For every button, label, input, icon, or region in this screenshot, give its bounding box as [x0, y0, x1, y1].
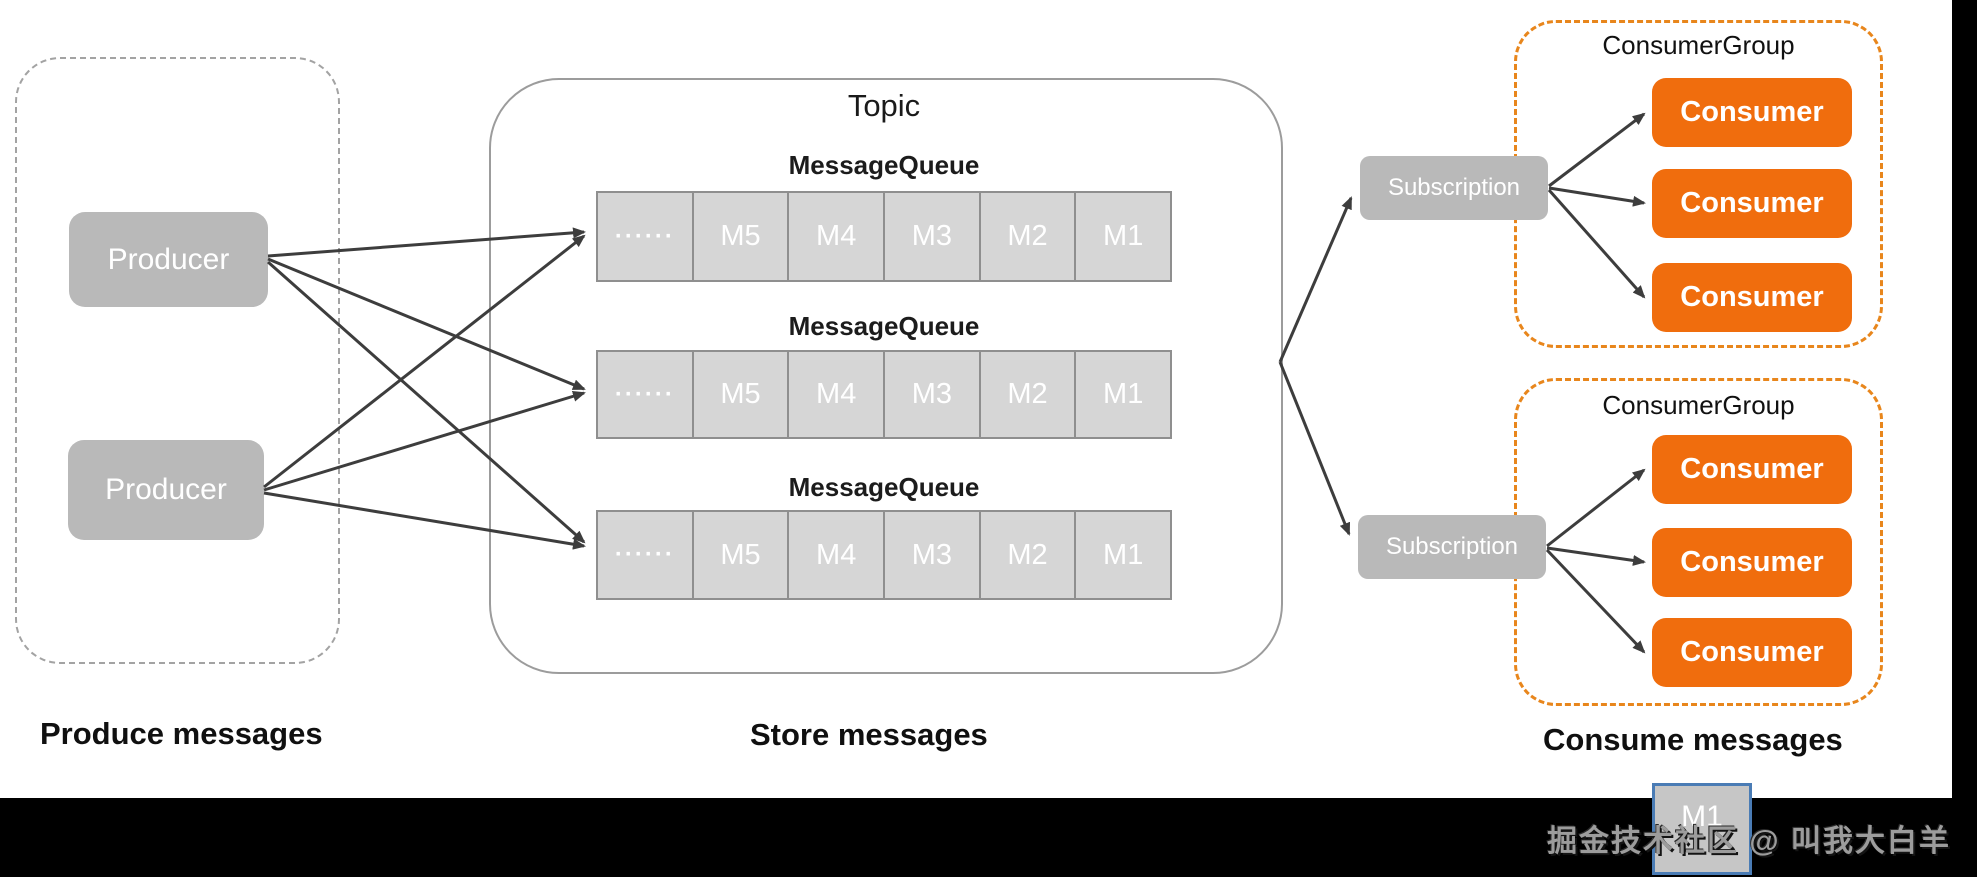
store-stage-label: Store messages [750, 717, 988, 752]
queue-cell-m2: M2 [980, 512, 1077, 598]
consumer-node: Consumer [1652, 169, 1852, 238]
dragged-message-cell: M1 [1652, 783, 1752, 875]
messagequeue-title-1: MessageQueue [788, 150, 980, 180]
right-black-band [1952, 0, 1977, 877]
consumer-group-title-1: ConsumerGroup [1602, 30, 1795, 60]
producer-label: Producer [105, 473, 227, 506]
queue-cell-m4: M4 [789, 193, 886, 280]
queue-cell-m5: M5 [693, 193, 790, 280]
messagequeue-title-2: MessageQueue [788, 311, 980, 341]
subscription-node-1: Subscription [1360, 156, 1548, 220]
queue-cell-m3: M3 [885, 193, 981, 280]
queue-cell-m1: M1 [1076, 512, 1171, 598]
producer-label: Producer [107, 242, 230, 276]
produce-stage-label: Produce messages [40, 716, 323, 751]
producer-node-2: Producer [68, 440, 264, 540]
queue-cell-m1: M1 [1076, 352, 1171, 437]
queue-cell-m2: M2 [980, 193, 1077, 280]
queue-cell-m4: M4 [789, 512, 886, 598]
subscription-label: Subscription [1387, 174, 1521, 201]
messagequeue-title-3: MessageQueue [788, 472, 980, 502]
subscription-node-2: Subscription [1358, 515, 1546, 579]
messagequeue-row-2: ······ M5 M4 M3 M2 M1 [596, 350, 1172, 439]
queue-cell-m4: M4 [789, 352, 886, 437]
producer-node-1: Producer [69, 212, 268, 307]
consumer-node: Consumer [1652, 618, 1852, 687]
consume-stage-label: Consume messages [1543, 722, 1843, 757]
topic-title: Topic [847, 88, 921, 123]
consumer-node: Consumer [1652, 528, 1852, 597]
consumer-node: Consumer [1652, 435, 1852, 504]
dragged-cell-label: M1 [1681, 800, 1723, 833]
messagequeue-row-3: ······ M5 M4 M3 M2 M1 [596, 510, 1172, 600]
queue-cell-m2: M2 [980, 352, 1077, 437]
consumer-node: Consumer [1652, 263, 1852, 332]
produce-group-dashed-box [15, 57, 340, 664]
queue-cell-m5: M5 [693, 512, 790, 598]
queue-cell-m1: M1 [1076, 193, 1171, 280]
queue-cell-ellipsis: ······ [598, 352, 694, 437]
messagequeue-row-1: ······ M5 M4 M3 M2 M1 [596, 191, 1172, 282]
consumer-group-title-2: ConsumerGroup [1602, 390, 1795, 420]
queue-cell-ellipsis: ······ [598, 193, 694, 280]
queue-cell-m5: M5 [693, 352, 790, 437]
bottom-black-band [0, 798, 1977, 877]
subscription-label: Subscription [1385, 533, 1519, 560]
queue-cell-m3: M3 [885, 352, 981, 437]
consumer-node: Consumer [1652, 78, 1852, 147]
queue-cell-ellipsis: ······ [598, 512, 694, 598]
watermark-text: 掘金技术社区 @ 叫我大白羊 [1547, 825, 1951, 858]
queue-cell-m3: M3 [885, 512, 981, 598]
